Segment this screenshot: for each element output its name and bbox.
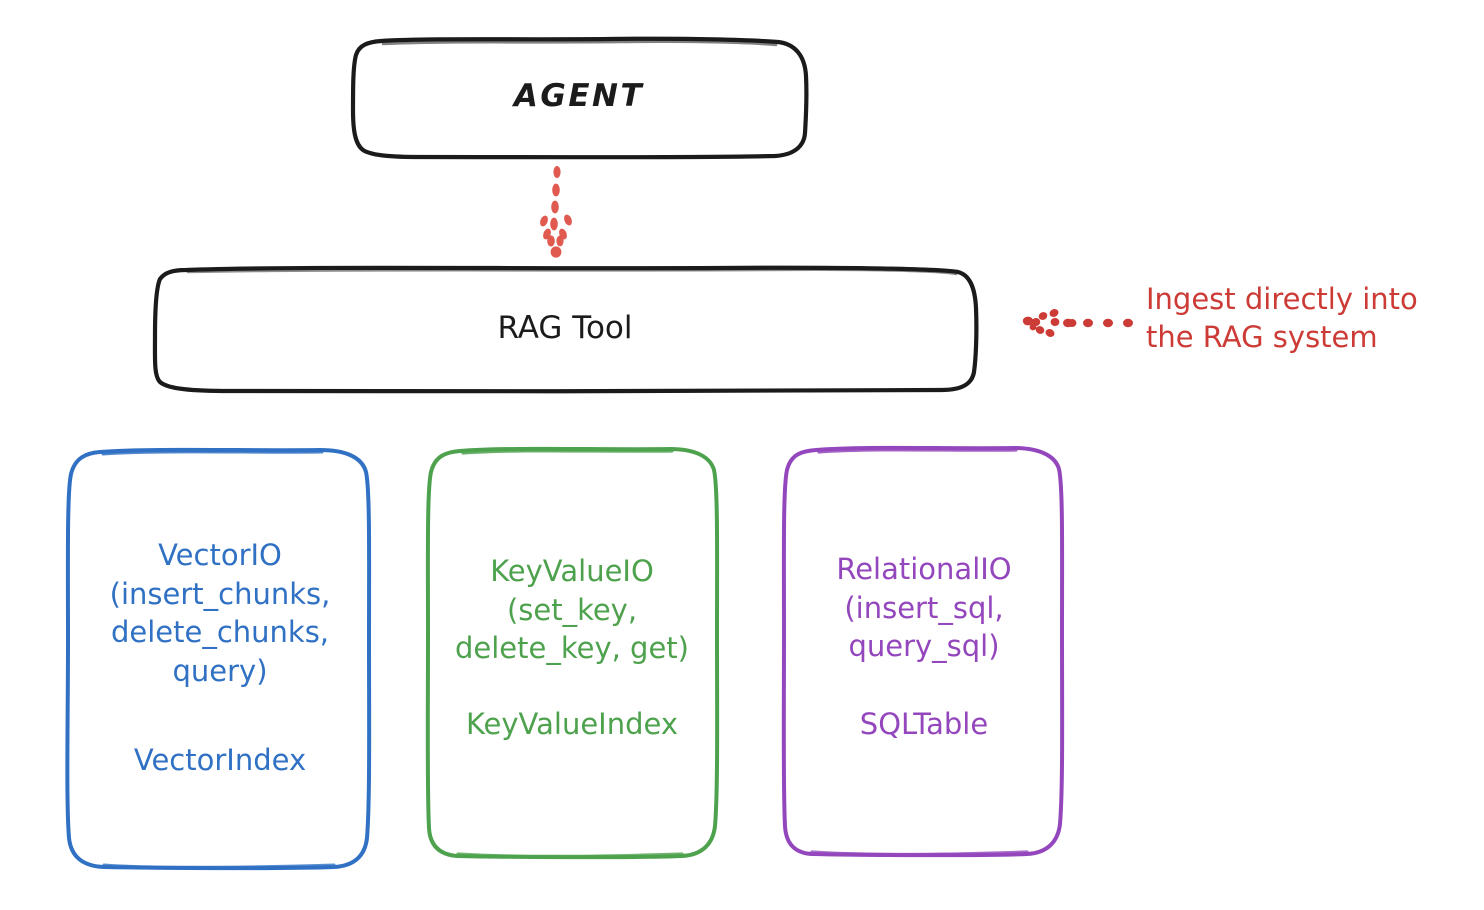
rag-tool-node-shape[interactable] — [152, 265, 979, 394]
key-value-io-node-shape[interactable] — [425, 446, 720, 860]
vector-io-node-shape[interactable] — [65, 447, 372, 871]
key-value-io-api-label: KeyValueIO (set_key, delete_key, get) — [455, 554, 689, 666]
ingest-annotation-text: Ingest directly into the RAG system — [1146, 282, 1418, 355]
relational-io-index-label: SQLTable — [859, 707, 989, 741]
connector-ingest-note-to-rag-tool — [1022, 309, 1133, 337]
connector-agent-to-rag-tool — [540, 166, 572, 258]
relational-io-api-label: RelationalIO (insert_sql, query_sql) — [836, 552, 1012, 664]
relational-io-node-shape[interactable] — [781, 445, 1065, 858]
vector-io-api-label: VectorIO (insert_chunks, delete_chunks, … — [109, 538, 331, 688]
rag-tool-node-label: RAG Tool — [497, 310, 633, 346]
agent-node-label: AGENT — [513, 78, 645, 114]
key-value-io-index-label: KeyValueIndex — [465, 707, 679, 741]
agent-node-shape[interactable] — [350, 36, 809, 160]
vector-io-index-label: VectorIndex — [133, 743, 307, 777]
